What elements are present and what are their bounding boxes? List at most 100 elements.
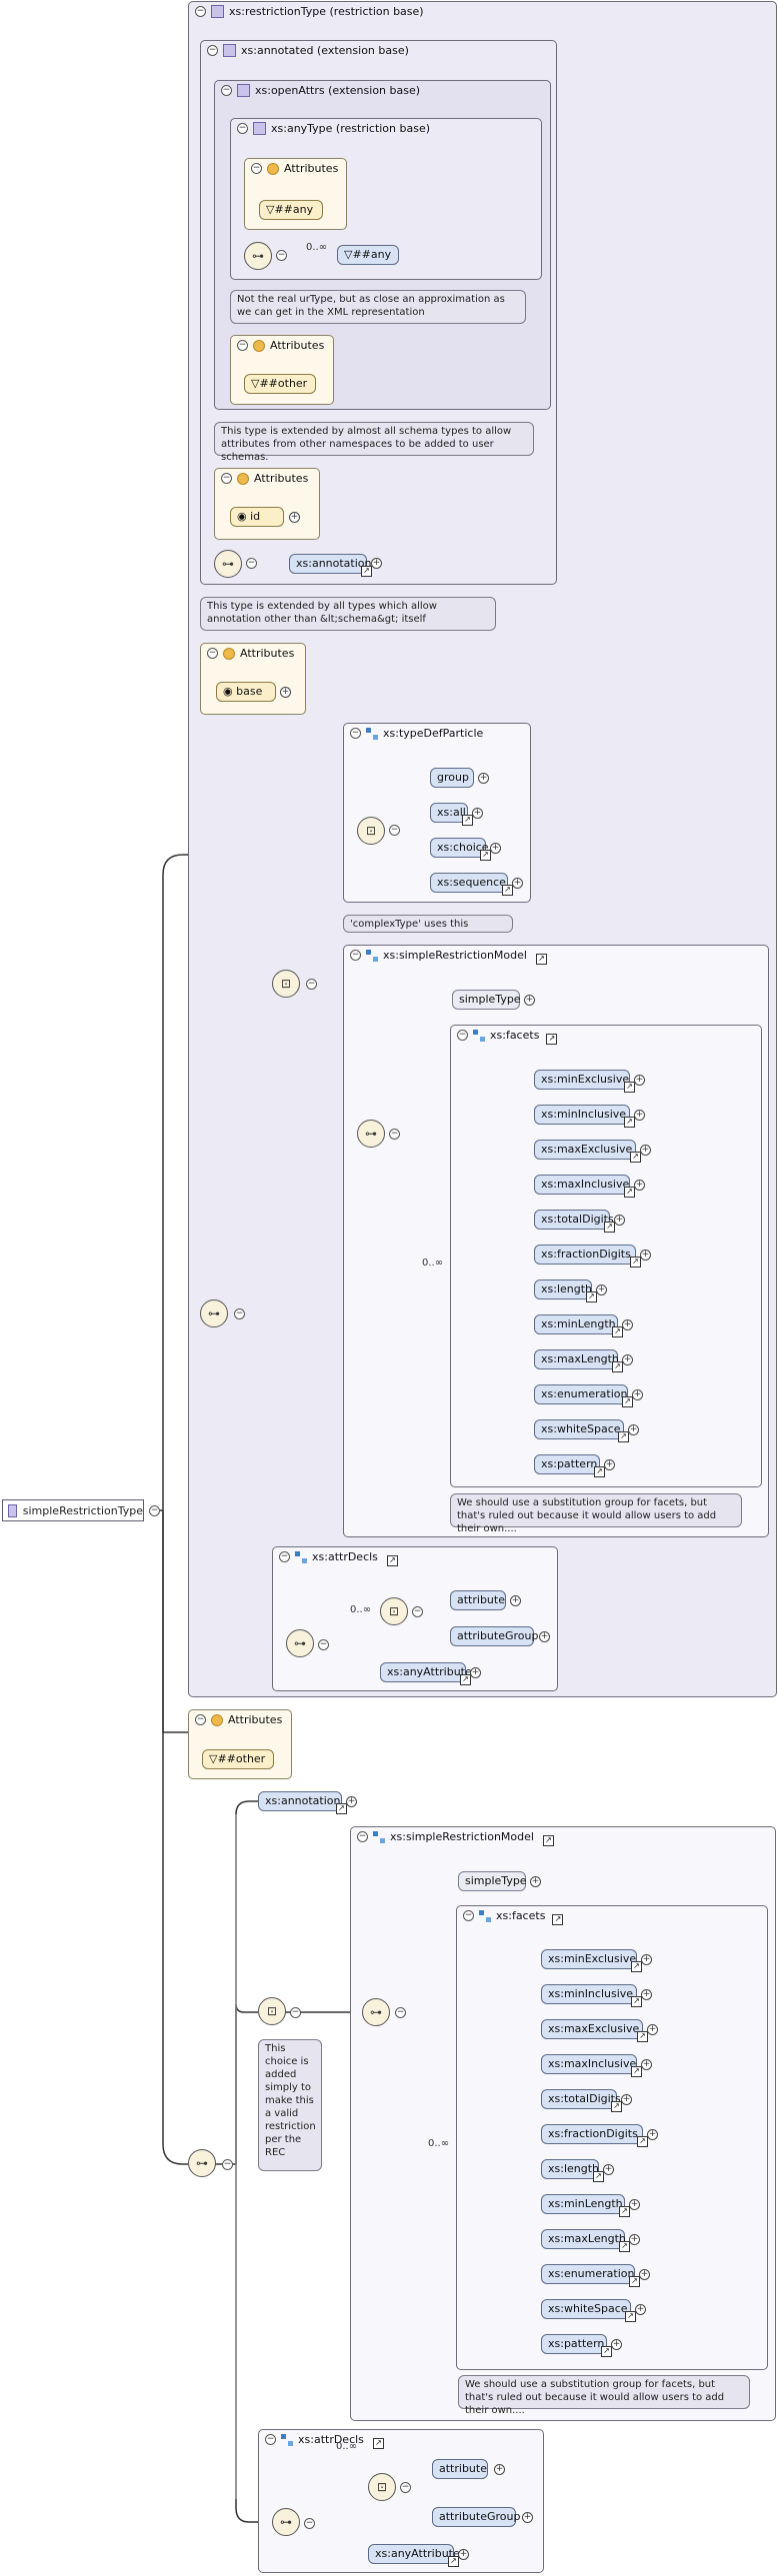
link-arrow-icon[interactable]: ↗	[619, 2206, 630, 2217]
link-arrow-icon[interactable]: ↗	[631, 2066, 642, 2077]
collapse-icon[interactable]: −	[457, 1030, 468, 1041]
collapse-icon[interactable]: −	[195, 6, 206, 17]
expand-icon[interactable]: +	[614, 1215, 625, 1226]
choice-compositor[interactable]: ⊡	[380, 1597, 408, 1625]
collapse-icon[interactable]: −	[221, 473, 232, 484]
attribute-group-element[interactable]: attributeGroup	[450, 1626, 538, 1646]
facet-element[interactable]: xs:maxInclusive	[534, 1175, 630, 1195]
collapse-icon[interactable]: −	[350, 728, 361, 739]
sequence-compositor[interactable]: ⊶	[244, 242, 272, 270]
link-arrow-icon[interactable]: ↗	[624, 1117, 635, 1128]
facet-element[interactable]: xs:whiteSpace	[534, 1419, 624, 1439]
simple-type-element[interactable]: simpleType	[458, 1871, 527, 1891]
attribute-group-element[interactable]: attributeGroup	[432, 2507, 520, 2527]
link-arrow-icon[interactable]: ↗	[593, 2171, 604, 2182]
link-arrow-icon[interactable]: ↗	[462, 815, 473, 826]
expand-icon[interactable]: +	[604, 1459, 615, 1470]
link-arrow-icon[interactable]: ↗	[542, 1835, 554, 1846]
collapse-icon[interactable]: −	[357, 1831, 368, 1842]
expand-icon[interactable]: +	[280, 687, 291, 698]
collapse-icon[interactable]: −	[318, 1639, 329, 1650]
expand-icon[interactable]: +	[530, 1876, 541, 1887]
simple-type-element[interactable]: simpleType	[452, 990, 521, 1010]
collapse-icon[interactable]: −	[234, 1308, 245, 1319]
link-arrow-icon[interactable]: ↗	[448, 2556, 459, 2567]
type-def-sequence[interactable]: xs:sequence	[430, 873, 508, 893]
link-arrow-icon[interactable]: ↗	[612, 1361, 623, 1372]
link-arrow-icon[interactable]: ↗	[601, 2346, 612, 2357]
collapse-icon[interactable]: −	[207, 648, 218, 659]
any-attribute-element[interactable]: xs:anyAttribute	[368, 2544, 460, 2564]
expand-icon[interactable]: +	[490, 843, 501, 854]
expand-icon[interactable]: +	[622, 1354, 633, 1365]
expand-icon[interactable]: +	[641, 2059, 652, 2070]
choice-compositor[interactable]: ⊡	[368, 2473, 396, 2501]
link-arrow-icon[interactable]: ↗	[336, 1803, 347, 1814]
facet-element[interactable]: xs:whiteSpace	[541, 2299, 631, 2319]
collapse-icon[interactable]: −	[279, 1551, 290, 1562]
link-arrow-icon[interactable]: ↗	[612, 1326, 623, 1337]
type-def-all[interactable]: xs:all	[430, 803, 468, 823]
facet-element[interactable]: xs:pattern	[541, 2334, 607, 2354]
collapse-icon[interactable]: −	[395, 2007, 406, 2018]
expand-icon[interactable]: +	[622, 1319, 633, 1330]
collapse-icon[interactable]: −	[350, 950, 361, 961]
collapse-icon[interactable]: −	[251, 163, 262, 174]
link-arrow-icon[interactable]: ↗	[637, 2031, 648, 2042]
expand-icon[interactable]: +	[634, 1110, 645, 1121]
facet-element[interactable]: xs:maxInclusive	[541, 2054, 637, 2074]
choice-compositor[interactable]: ⊡	[258, 1997, 286, 2025]
expand-icon[interactable]: +	[621, 2094, 632, 2105]
expand-icon[interactable]: +	[539, 1631, 550, 1642]
sequence-compositor[interactable]: ⊶	[357, 1120, 385, 1148]
collapse-icon[interactable]: −	[149, 1505, 160, 1516]
attribute-element[interactable]: attribute	[432, 2459, 488, 2479]
facet-element[interactable]: xs:pattern	[534, 1454, 600, 1474]
choice-compositor[interactable]: ⊡	[272, 970, 300, 998]
expand-icon[interactable]: +	[634, 1075, 645, 1086]
expand-icon[interactable]: +	[628, 1424, 639, 1435]
expand-icon[interactable]: +	[522, 2512, 533, 2523]
expand-icon[interactable]: +	[629, 2234, 640, 2245]
facet-element[interactable]: xs:length	[541, 2159, 599, 2179]
link-arrow-icon[interactable]: ↗	[546, 1034, 558, 1045]
collapse-icon[interactable]: −	[389, 825, 400, 836]
expand-icon[interactable]: +	[470, 1667, 481, 1678]
expand-icon[interactable]: +	[510, 1595, 521, 1606]
link-arrow-icon[interactable]: ↗	[629, 2276, 640, 2287]
facet-element[interactable]: xs:enumeration	[534, 1384, 628, 1404]
expand-icon[interactable]: +	[611, 2339, 622, 2350]
expand-icon[interactable]: +	[634, 1180, 645, 1191]
expand-icon[interactable]: +	[641, 1954, 652, 1965]
collapse-icon[interactable]: −	[265, 2434, 276, 2445]
root-element[interactable]: simpleRestrictionType	[2, 1499, 144, 1521]
link-arrow-icon[interactable]: ↗	[361, 566, 372, 577]
expand-icon[interactable]: +	[472, 808, 483, 819]
link-arrow-icon[interactable]: ↗	[611, 2101, 622, 2112]
sequence-compositor[interactable]: ⊶	[188, 2149, 216, 2177]
collapse-icon[interactable]: −	[276, 250, 287, 261]
collapse-icon[interactable]: −	[246, 558, 257, 569]
facet-element[interactable]: xs:totalDigits	[534, 1210, 614, 1230]
facet-element[interactable]: xs:maxExclusive	[541, 2019, 643, 2039]
link-arrow-icon[interactable]: ↗	[372, 2438, 384, 2449]
expand-icon[interactable]: +	[494, 2464, 505, 2475]
sequence-compositor[interactable]: ⊶	[214, 550, 242, 578]
expand-icon[interactable]: +	[458, 2549, 469, 2560]
expand-icon[interactable]: +	[641, 1989, 652, 2000]
expand-icon[interactable]: +	[603, 2164, 614, 2175]
facet-element[interactable]: xs:maxLength	[541, 2229, 626, 2249]
link-arrow-icon[interactable]: ↗	[624, 1187, 635, 1198]
facet-element[interactable]: xs:minExclusive	[541, 1949, 637, 1969]
collapse-icon[interactable]: −	[412, 1606, 423, 1617]
facet-element[interactable]: xs:minLength	[534, 1314, 618, 1334]
link-arrow-icon[interactable]: ↗	[618, 1431, 629, 1442]
link-arrow-icon[interactable]: ↗	[630, 1257, 641, 1268]
expand-icon[interactable]: +	[629, 2199, 640, 2210]
expand-icon[interactable]: +	[640, 1250, 651, 1261]
link-arrow-icon[interactable]: ↗	[594, 1466, 605, 1477]
collapse-icon[interactable]: −	[221, 85, 232, 96]
facet-element[interactable]: xs:fractionDigits	[534, 1245, 636, 1265]
facet-element[interactable]: xs:maxLength	[534, 1349, 619, 1369]
sequence-compositor[interactable]: ⊶	[272, 2508, 300, 2536]
